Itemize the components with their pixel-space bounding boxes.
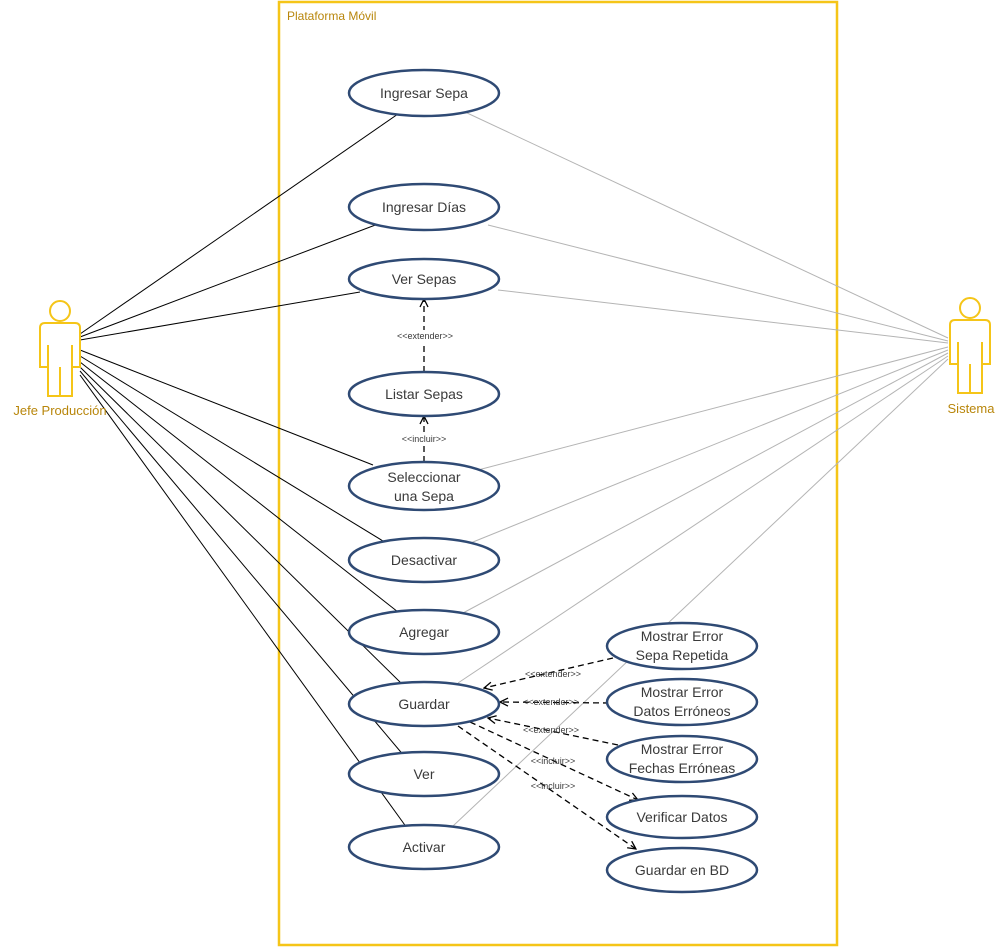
- assoc-jefe-ingresar-dias: [79, 223, 379, 338]
- actor-sistema[interactable]: Sistema: [948, 297, 996, 416]
- assoc-jefe-activar: [79, 374, 408, 829]
- use-case-label-line2: una Sepa: [394, 488, 454, 504]
- use-case-listar-sepas[interactable]: Listar Sepas: [347, 370, 501, 418]
- actor-icon: [949, 297, 991, 394]
- use-case-label: Agregar: [399, 624, 449, 640]
- actor-label: Sistema: [948, 401, 996, 416]
- rel-datos-extends-guardar: [500, 702, 610, 703]
- label-extender-datos: <<extender>>: [523, 697, 579, 707]
- use-case-label: Ingresar Sepa: [380, 85, 468, 101]
- use-case-activar[interactable]: Activar: [347, 823, 501, 871]
- use-case-label: Guardar en BD: [635, 862, 729, 878]
- assoc-jefe-ver: [79, 370, 406, 758]
- use-case-label-line1: Mostrar Error: [641, 628, 724, 644]
- relation-labels: <<extender>> <<incluir>> <<extender>> <<…: [393, 330, 581, 791]
- use-case-label: Ver Sepas: [392, 271, 457, 287]
- assoc-sistema-seleccionar: [477, 346, 949, 471]
- use-case-seleccionar-sepa[interactable]: Seleccionar una Sepa: [347, 460, 501, 512]
- assoc-jefe-seleccionar: [79, 349, 374, 466]
- actor-label: Jefe Producción: [13, 403, 106, 418]
- label-extender-ver-sepas: <<extender>>: [397, 331, 453, 341]
- use-case-label-line2: Fechas Erróneas: [629, 760, 736, 776]
- assoc-sistema-agregar: [462, 352, 949, 614]
- rel-fechas-extends-guardar: [488, 718, 619, 746]
- assoc-sistema-desactivar: [467, 349, 949, 545]
- label-extender-fechas: <<extender>>: [523, 725, 579, 735]
- label-incluir-guardar-bd: <<incluir>>: [531, 781, 576, 791]
- actor-icon: [39, 300, 81, 397]
- label-incluir-listar: <<incluir>>: [402, 434, 447, 444]
- use-case-label-line1: Seleccionar: [387, 469, 460, 485]
- assoc-jefe-desactivar: [79, 355, 384, 542]
- use-case-desactivar[interactable]: Desactivar: [347, 536, 501, 584]
- sistema-associations: [452, 111, 949, 827]
- use-case-error-sepa-repetida[interactable]: Mostrar Error Sepa Repetida: [605, 621, 759, 671]
- jefe-associations: [79, 113, 408, 829]
- use-case-ingresar-dias[interactable]: Ingresar Días: [347, 182, 501, 232]
- assoc-sistema-ver-sepas: [497, 289, 949, 344]
- assoc-jefe-ver-sepas: [79, 291, 361, 341]
- actor-jefe-produccion[interactable]: Jefe Producción: [13, 300, 107, 418]
- use-case-label: Ver: [413, 766, 434, 782]
- use-case-label-line1: Mostrar Error: [641, 684, 724, 700]
- use-case-guardar-bd[interactable]: Guardar en BD: [605, 846, 759, 894]
- use-case-agregar[interactable]: Agregar: [347, 608, 501, 656]
- use-case-label: Activar: [403, 839, 446, 855]
- use-case-error-datos-erroneos[interactable]: Mostrar Error Datos Erróneos: [605, 677, 759, 727]
- system-boundary: [277, 0, 839, 947]
- use-case-ver-sepas[interactable]: Ver Sepas: [347, 257, 501, 301]
- rel-guardar-includes-bd: [457, 725, 636, 849]
- use-case-error-fechas-erroneas[interactable]: Mostrar Error Fechas Erróneas: [605, 734, 759, 784]
- use-case-label: Ingresar Días: [382, 199, 466, 215]
- use-case-label-line2: Sepa Repetida: [636, 647, 729, 663]
- use-case-ingresar-sepa[interactable]: Ingresar Sepa: [347, 68, 501, 118]
- assoc-sistema-guardar: [457, 355, 949, 684]
- label-incluir-verificar: <<incluir>>: [531, 756, 576, 766]
- use-case-ver[interactable]: Ver: [347, 750, 501, 798]
- use-cases: Ingresar Sepa Ingresar Días Ver Sepas Li…: [347, 68, 759, 894]
- label-extender-sepa-repetida: <<extender>>: [525, 669, 581, 679]
- assoc-jefe-ingresar-sepa: [79, 113, 399, 335]
- assoc-sistema-ingresar-sepa: [464, 111, 949, 339]
- assoc-sistema-ver: [452, 358, 949, 827]
- use-case-label-line2: Datos Erróneos: [633, 703, 730, 719]
- use-case-label: Desactivar: [391, 552, 457, 568]
- use-case-label: Verificar Datos: [636, 809, 727, 825]
- use-case-label: Listar Sepas: [385, 386, 463, 402]
- use-case-label: Guardar: [398, 696, 450, 712]
- assoc-sistema-ingresar-dias: [487, 224, 949, 342]
- use-case-label-line1: Mostrar Error: [641, 741, 724, 757]
- system-title: Plataforma Móvil: [287, 9, 376, 23]
- rel-guardar-includes-verificar: [469, 721, 638, 800]
- use-case-verificar-datos[interactable]: Verificar Datos: [605, 794, 759, 840]
- use-case-guardar[interactable]: Guardar: [347, 680, 501, 728]
- rel-sepa-repetida-extends-guardar: [484, 657, 614, 688]
- assoc-jefe-agregar: [79, 361, 399, 613]
